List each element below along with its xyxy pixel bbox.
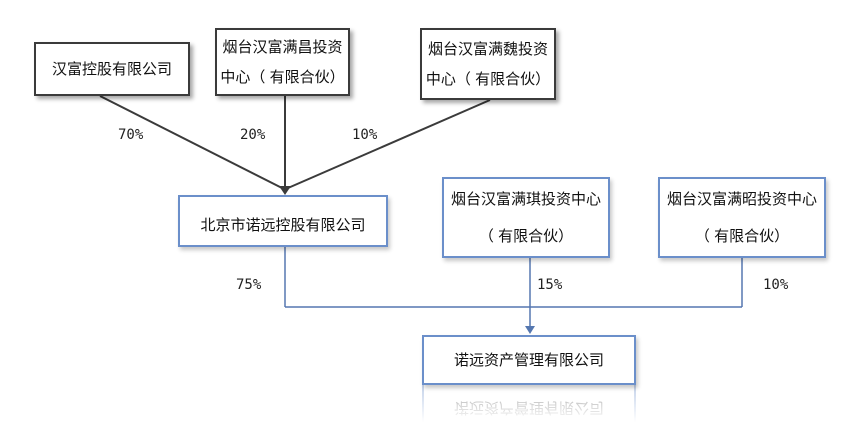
target-company-name: 诺远资产管理有限公司	[453, 351, 604, 369]
arrowhead-into-holding-company	[279, 186, 291, 195]
parent-holder-name-line-1: 烟台汉富满魏投资	[427, 40, 548, 58]
parent-holder-box-hanfu-holdings: 汉富控股有限公司	[34, 42, 190, 96]
share-label-hanfu-holdings: 70%	[118, 127, 144, 143]
connector-hanfu-holdings-to-holding-company	[99, 95, 283, 189]
co-investor-box-manqi: 烟台汉富满琪投资中心 （ 有限合伙）	[442, 177, 610, 258]
share-label-manchang: 20%	[240, 127, 266, 143]
holding-company-box: 北京市诺远控股有限公司	[178, 195, 388, 247]
parent-holder-name: 汉富控股有限公司	[51, 60, 172, 78]
co-investor-name-line-1: 烟台汉富满琪投资中心	[450, 190, 601, 208]
share-label-manqi: 15%	[537, 277, 563, 293]
target-company-box: 诺远资产管理有限公司	[422, 335, 636, 385]
co-investor-box-manzhao: 烟台汉富满昭投资中心 （ 有限合伙）	[658, 177, 826, 258]
parent-holder-name-line-2: 中心（ 有限合伙）	[425, 70, 551, 88]
parent-holder-box-manwei: 烟台汉富满魏投资 中心（ 有限合伙）	[420, 28, 556, 100]
parent-holder-name-line-1: 烟台汉富满昌投资	[222, 38, 343, 56]
co-investor-name-line-2: （ 有限合伙）	[694, 227, 790, 245]
arrowhead-into-target	[525, 326, 535, 334]
share-label-manzhao: 10%	[763, 277, 789, 293]
connector-manwei-to-holding-company	[287, 99, 491, 189]
target-company-reflection-text: 诺远资产管理有限公司	[453, 399, 604, 417]
parent-holder-box-manchang: 烟台汉富满昌投资 中心（ 有限合伙）	[215, 28, 350, 96]
share-label-manwei: 10%	[352, 127, 378, 143]
holding-company-name: 北京市诺远控股有限公司	[200, 216, 366, 234]
co-investor-name-line-1: 烟台汉富满昭投资中心	[666, 190, 817, 208]
parent-holder-name-line-2: 中心（ 有限合伙）	[220, 68, 345, 86]
share-label-holding-company: 75%	[236, 277, 262, 293]
target-company-reflection: 诺远资产管理有限公司	[422, 383, 636, 433]
co-investor-name-line-2: （ 有限合伙）	[478, 227, 574, 245]
